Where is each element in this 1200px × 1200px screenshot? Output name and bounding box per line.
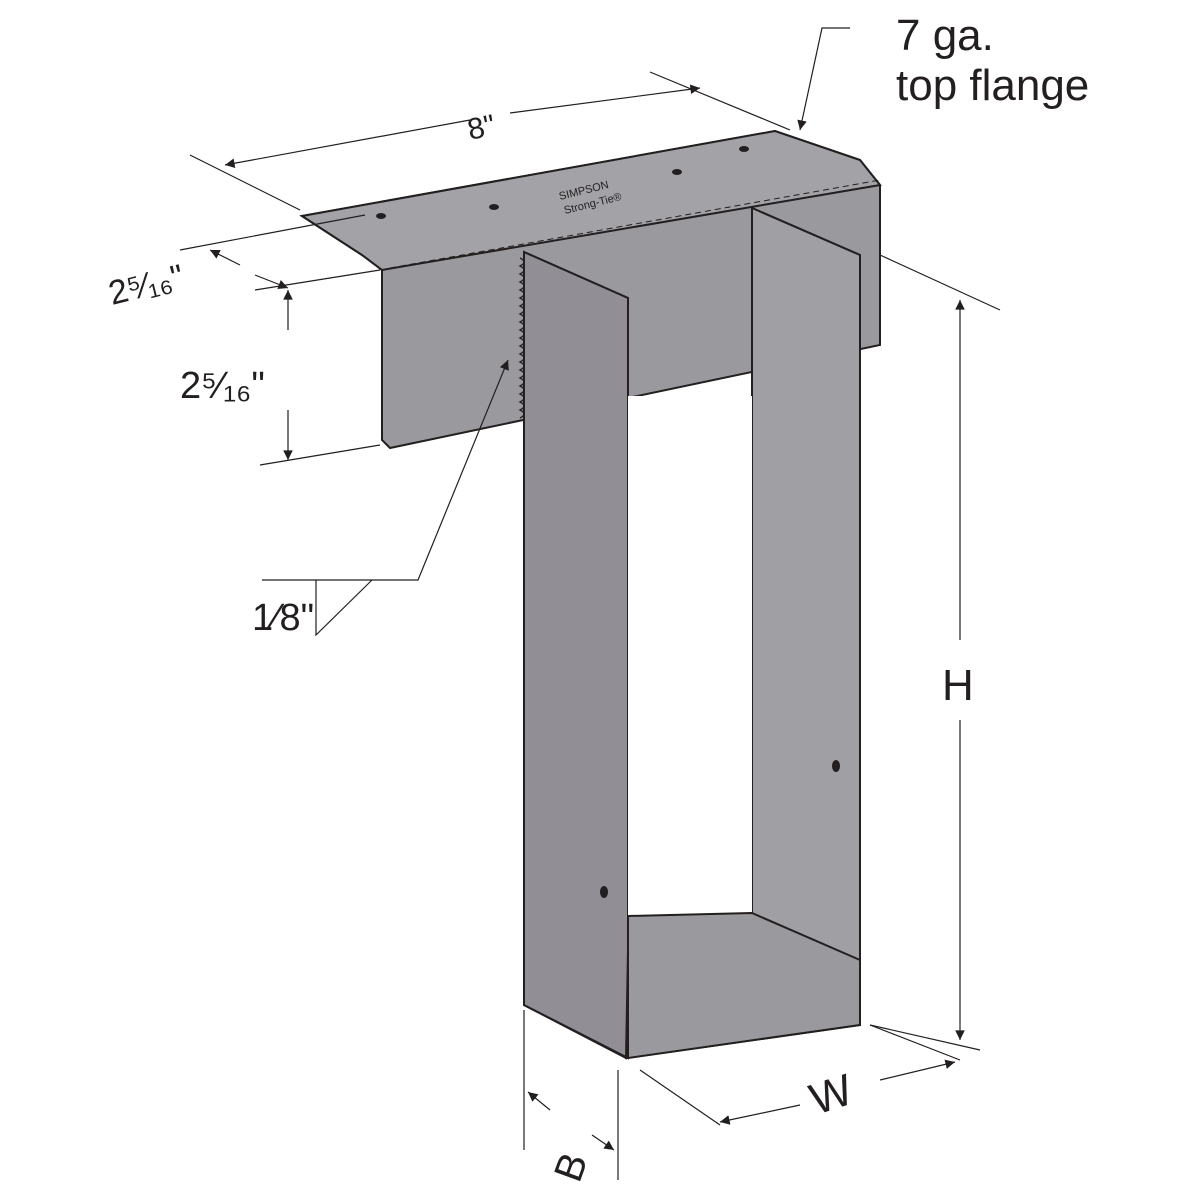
height-label: H bbox=[942, 661, 974, 710]
flange-gauge-callout: 7 ga. top flange bbox=[797, 11, 1089, 131]
face-depth-label: 2⁵⁄₁₆" bbox=[180, 365, 265, 407]
dimension-height: H bbox=[869, 254, 1001, 1051]
hanger-seat bbox=[518, 206, 861, 1060]
weld-bead bbox=[518, 257, 525, 419]
dimension-8in: 8" bbox=[189, 71, 791, 211]
weld-callout: 1⁄8" bbox=[252, 359, 509, 639]
dimension-face-depth: 2⁵⁄₁₆" bbox=[180, 290, 381, 466]
flange-gauge-line2: top flange bbox=[896, 61, 1089, 110]
weld-size-label: 1⁄8" bbox=[252, 597, 314, 639]
top-flange-depth-label: 2⁵⁄₁₆" bbox=[105, 258, 188, 313]
width-top-label: 8" bbox=[465, 109, 499, 147]
nail-holes bbox=[376, 146, 749, 219]
bearing-label: B bbox=[546, 1147, 596, 1187]
flange-gauge-line1: 7 ga. bbox=[896, 11, 994, 60]
width-label: W bbox=[804, 1065, 859, 1125]
